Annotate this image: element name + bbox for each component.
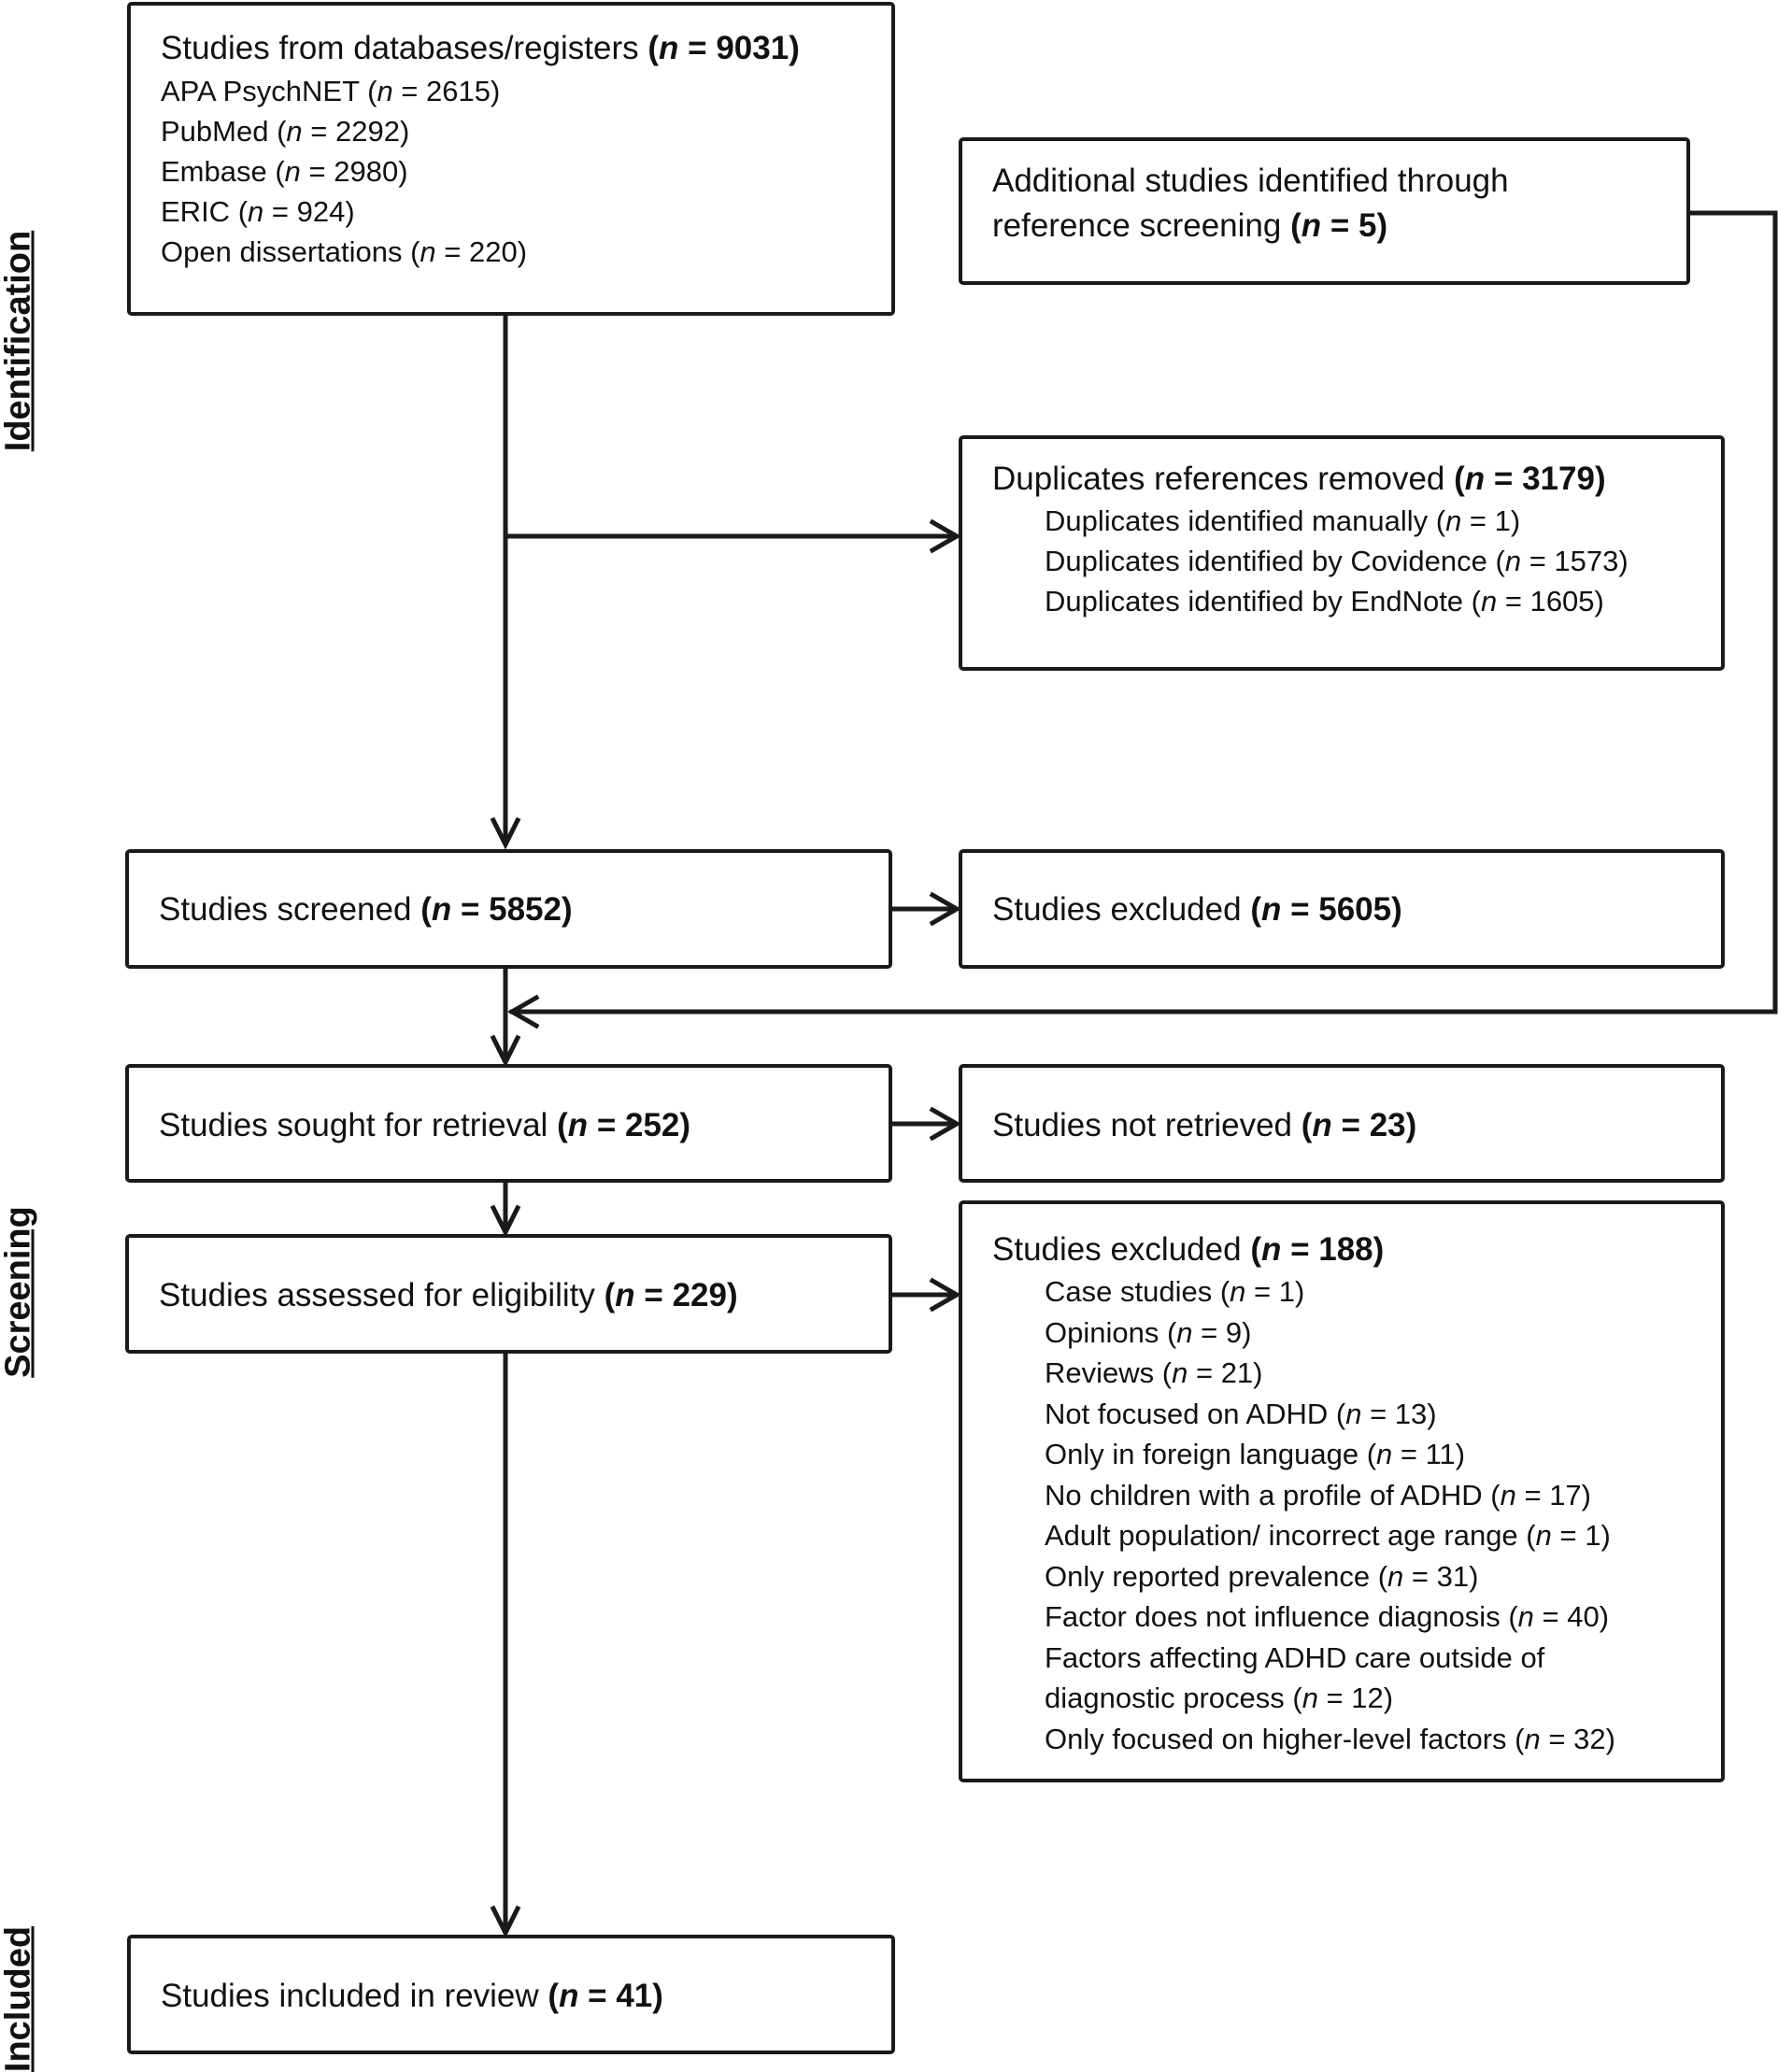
exclusion-reason: Case studies (n = 1) — [1045, 1275, 1305, 1308]
databases-item: Open dissertations (n = 220) — [161, 235, 528, 268]
not-retrieved-title: Studies not retrieved (n = 23) — [992, 1107, 1417, 1143]
phase-label-included: Included — [0, 1925, 38, 2072]
arrow-additional-to-sought — [509, 210, 1778, 1015]
duplicates-item: Duplicates identified by EndNote (n = 16… — [1045, 585, 1604, 617]
databases-item: Embase (n = 2980) — [161, 155, 408, 188]
exclusion-reason: Factors affecting ADHD care outside of — [1045, 1640, 1545, 1674]
included-box: Studies included in review (n = 41) — [127, 1935, 895, 2054]
duplicates-item: Duplicates identified by Covidence (n = … — [1045, 545, 1629, 577]
excluded-screen-title: Studies excluded (n = 5605) — [992, 891, 1402, 928]
databases-item: APA PsychNET (n = 2615) — [161, 75, 501, 107]
exclusion-reason: Adult population/ incorrect age range (n… — [1045, 1519, 1611, 1552]
exclusion-reason: Factor does not influence diagnosis (n =… — [1045, 1600, 1610, 1633]
included-title: Studies included in review (n = 41) — [161, 1978, 663, 2014]
excluded-screen-box: Studies excluded (n = 5605) — [959, 849, 1725, 969]
exclusion-reason: Only in foreign language (n = 11) — [1045, 1438, 1466, 1470]
exclusion-reason: Opinions (n = 9) — [1045, 1315, 1252, 1349]
sought-box: Studies sought for retrieval (n = 252) — [125, 1064, 892, 1183]
exclusion-reason: Reviews (n = 21) — [1045, 1356, 1263, 1389]
additional-studies-box: Additional studies identified through re… — [959, 137, 1690, 285]
duplicates-title: Duplicates references removed (n = 3179) — [992, 461, 1606, 497]
exclusion-reason: No children with a profile of ADHD (n = … — [1045, 1478, 1591, 1511]
assessed-title: Studies assessed for eligibility (n = 22… — [159, 1277, 738, 1313]
exclusion-reason: Only reported prevalence (n = 31) — [1045, 1559, 1479, 1593]
excluded-full-title: Studies excluded (n = 188) — [992, 1231, 1385, 1268]
assessed-box: Studies assessed for eligibility (n = 22… — [125, 1234, 892, 1354]
sought-title: Studies sought for retrieval (n = 252) — [159, 1107, 691, 1143]
exclusion-reason: Not focused on ADHD (n = 13) — [1045, 1397, 1437, 1430]
duplicates-item: Duplicates identified manually (n = 1) — [1045, 504, 1521, 537]
not-retrieved-box: Studies not retrieved (n = 23) — [959, 1064, 1725, 1183]
phase-label-identification: Identification — [0, 230, 38, 452]
screened-title: Studies screened (n = 5852) — [159, 891, 573, 928]
exclusion-reason: diagnostic process (n = 12) — [1045, 1682, 1394, 1714]
excluded-full-box: Studies excluded (n = 188) Case studies … — [959, 1200, 1725, 1782]
duplicates-box: Duplicates references removed (n = 3179)… — [959, 435, 1725, 671]
additional-line-2: reference screening (n = 5) — [992, 207, 1388, 244]
databases-title: Studies from databases/registers (n = 90… — [161, 30, 800, 66]
databases-item: PubMed (n = 2292) — [161, 115, 410, 148]
phase-label-screening: Screening — [0, 1206, 38, 1378]
databases-item: ERIC (n = 924) — [161, 195, 355, 228]
exclusion-reason: Only focused on higher-level factors (n … — [1045, 1722, 1615, 1755]
databases-box: Studies from databases/registers (n = 90… — [127, 2, 895, 316]
additional-line-1: Additional studies identified through — [992, 163, 1509, 199]
screened-box: Studies screened (n = 5852) — [125, 849, 892, 969]
